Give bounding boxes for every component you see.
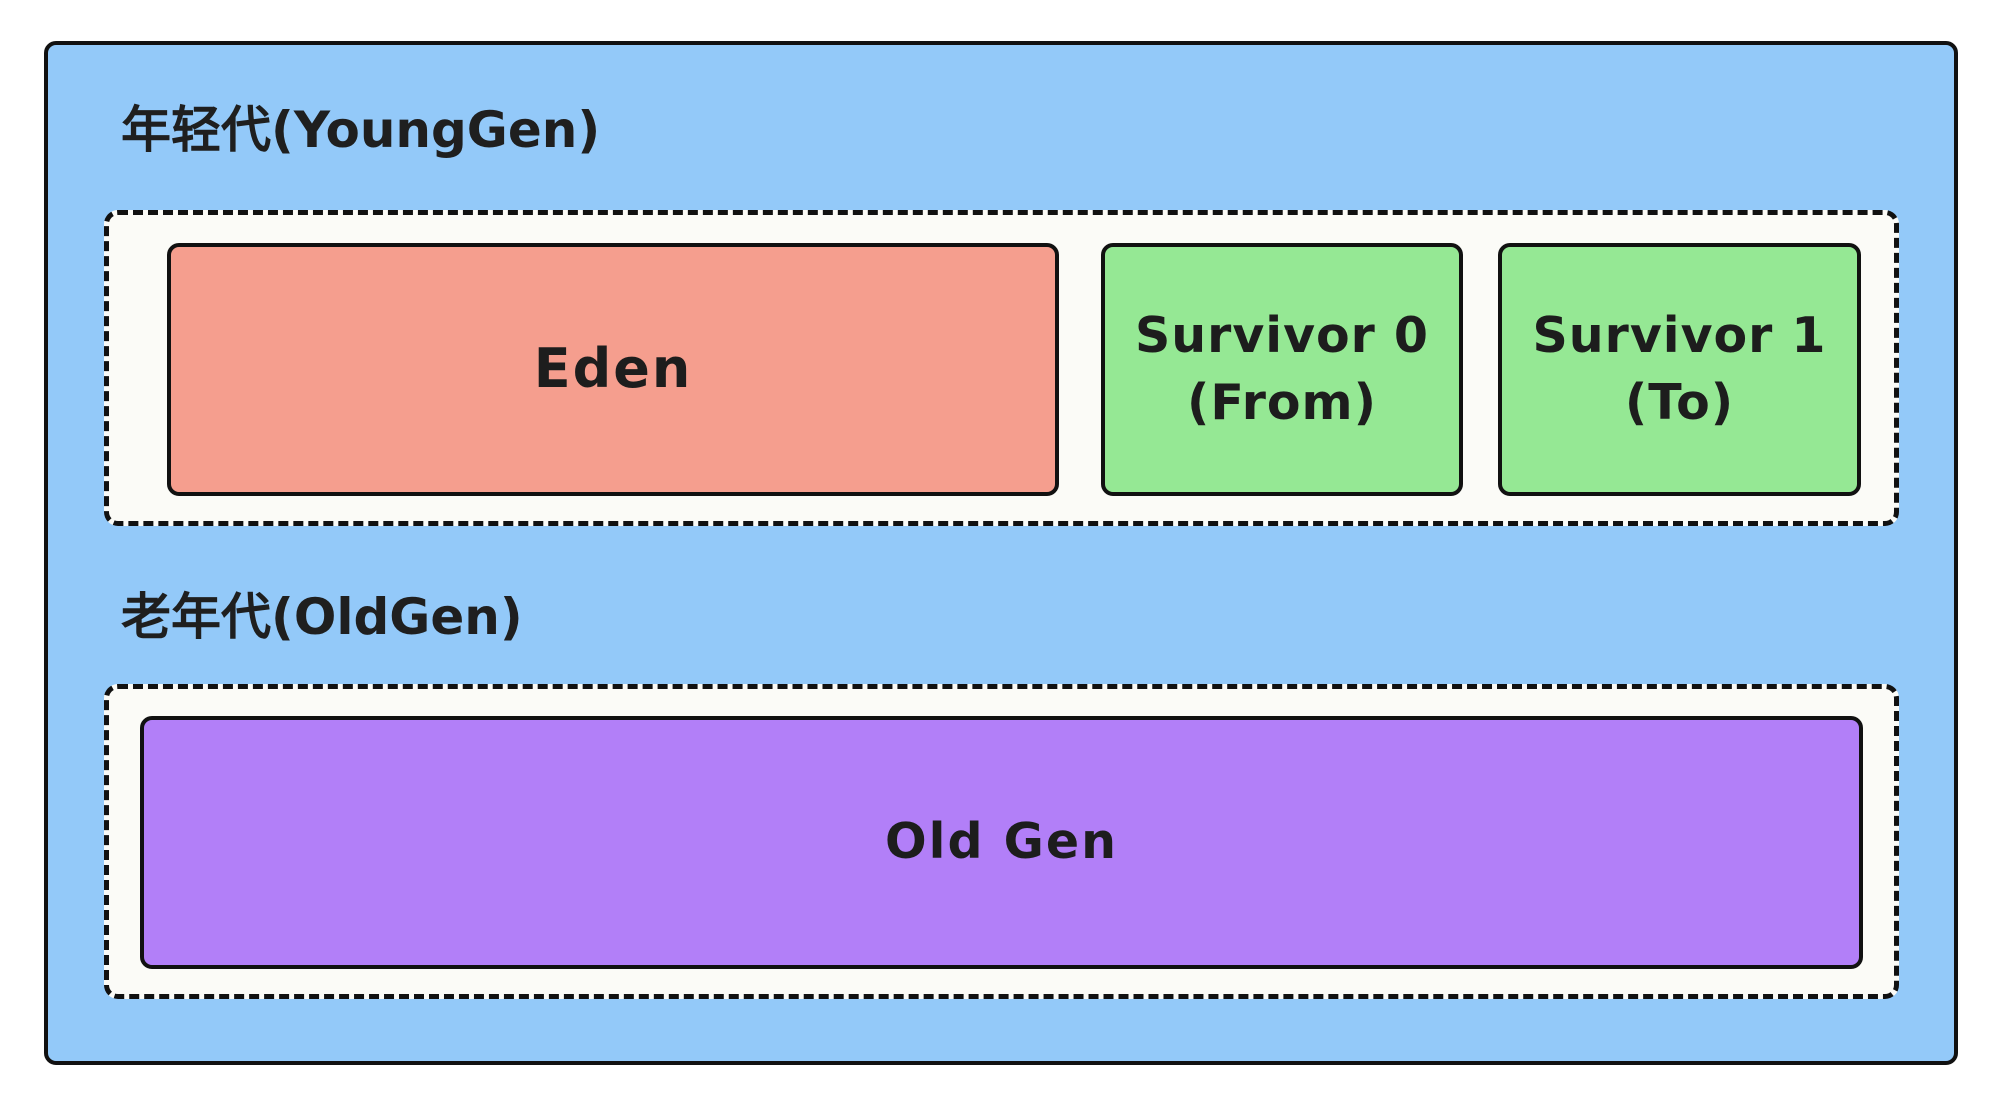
survivor-0-space: Survivor 0 (From) bbox=[1101, 243, 1463, 496]
old-generation-title: 老年代(OldGen) bbox=[121, 588, 523, 646]
old-gen-space: Old Gen bbox=[140, 716, 1863, 969]
young-generation-title: 年轻代(YoungGen) bbox=[121, 101, 601, 159]
old-gen-label: Old Gen bbox=[885, 813, 1118, 871]
eden-space: Eden bbox=[167, 243, 1059, 496]
survivor-0-label: Survivor 0 (From) bbox=[1135, 307, 1429, 431]
eden-label: Eden bbox=[533, 337, 693, 401]
survivor-1-label: Survivor 1 (To) bbox=[1532, 307, 1827, 431]
survivor-1-space: Survivor 1 (To) bbox=[1498, 243, 1861, 496]
